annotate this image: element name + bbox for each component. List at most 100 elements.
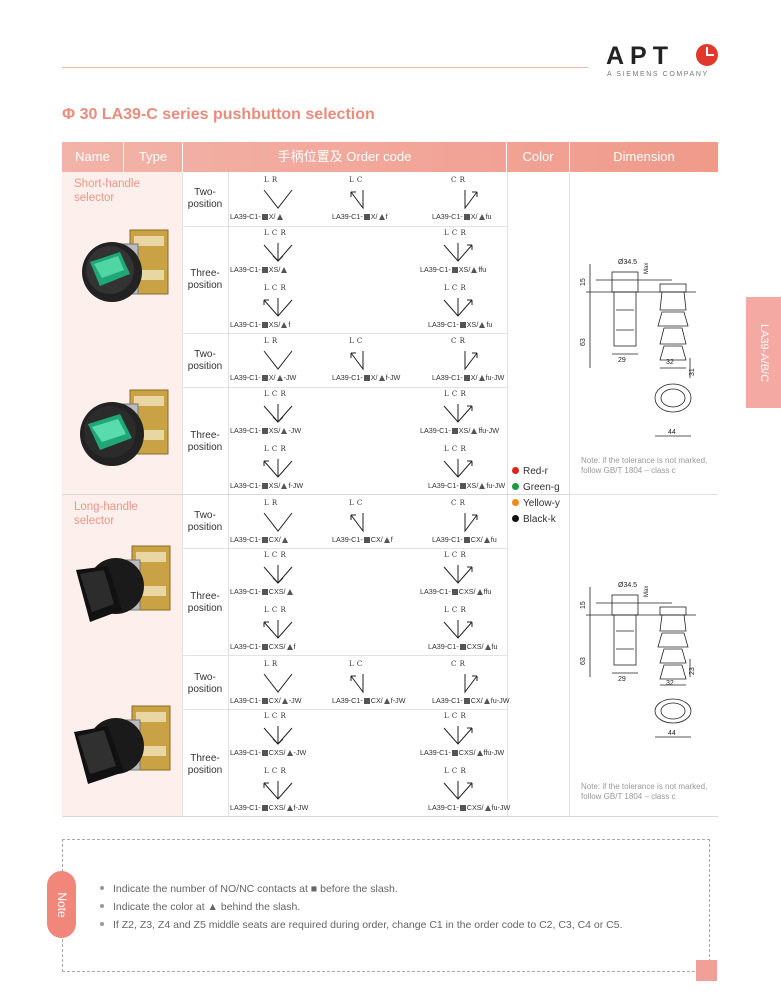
color-black: Black-k	[512, 512, 560, 528]
order-code: LA39-C1-CXS/fu	[428, 642, 498, 651]
corner-square	[696, 960, 717, 981]
dimension-note: Note: if the tolerance is not marked, fo…	[581, 456, 708, 475]
contact-square-icon	[363, 536, 370, 543]
switch-position-symbol-icon	[263, 781, 293, 800]
logo-wordmark: APT	[606, 42, 674, 70]
note-item: If Z2, Z3, Z4 and Z5 middle seats are re…	[100, 916, 623, 934]
contact-square-icon	[261, 536, 268, 543]
position-label: L C R	[264, 390, 287, 398]
color-triangle-icon	[479, 482, 486, 489]
col-type: Type	[138, 149, 168, 164]
contact-square-icon	[459, 804, 466, 811]
type-two-position: Two-position	[187, 349, 223, 372]
position-label: L C R	[264, 229, 287, 237]
dim-63: 63	[580, 657, 587, 665]
color-triangle-icon	[478, 213, 485, 220]
color-triangle-icon	[478, 374, 485, 381]
switch-position-symbol-icon	[263, 726, 293, 745]
position-label: C R	[451, 337, 466, 345]
color-triangle-icon	[378, 213, 385, 220]
switch-position-symbol-icon	[350, 674, 364, 694]
position-label: L C R	[264, 445, 287, 453]
contact-square-icon	[261, 374, 268, 381]
switch-position-symbol-icon	[464, 513, 478, 533]
switch-position-symbol-icon	[464, 351, 478, 371]
position-label: L C R	[264, 712, 287, 720]
order-code: LA39-C1-CX/	[230, 535, 289, 544]
switch-position-symbol-icon	[443, 243, 473, 262]
short-handle-selector-lit-photo	[80, 389, 169, 466]
color-triangle-icon	[286, 749, 293, 756]
type-three-position: Three-position	[187, 268, 223, 291]
switch-position-symbol-icon	[263, 298, 293, 317]
color-red: Red-r	[512, 464, 560, 480]
color-triangle-icon	[476, 588, 483, 595]
dim-max: Max	[644, 263, 650, 274]
switch-position-symbol-icon	[263, 459, 293, 478]
color-triangle-icon	[484, 643, 491, 650]
position-label: L C	[349, 499, 363, 507]
contact-square-icon	[363, 213, 370, 220]
order-code: LA39-C1-X/fu	[432, 212, 492, 221]
switch-position-symbol-icon	[263, 189, 293, 209]
contact-square-icon	[261, 266, 268, 273]
switch-position-symbol-icon	[443, 404, 473, 423]
color-green: Green-g	[512, 480, 560, 496]
order-code: LA39-C1-CXS/fu-JW	[428, 803, 511, 812]
note-badge-label: Note	[54, 891, 69, 918]
color-triangle-icon	[281, 536, 288, 543]
col-color: Color	[522, 149, 554, 164]
position-label: C R	[451, 176, 466, 184]
position-label: L C R	[444, 606, 467, 614]
color-triangle-icon	[471, 266, 478, 273]
color-triangle-icon	[281, 321, 288, 328]
color-options: Red-r Green-g Yellow-y Black-k	[512, 464, 560, 528]
position-label: L C R	[264, 606, 287, 614]
bullet-icon	[100, 904, 104, 908]
dim-32: 32	[666, 359, 674, 366]
header-rule	[62, 67, 588, 68]
dim-32: 32	[666, 680, 674, 687]
side-tab[interactable]: LA39-A/B/C	[746, 297, 781, 408]
order-code: LA39-C1-CXS/	[230, 587, 294, 596]
note-badge: Note	[47, 871, 76, 938]
position-label: L C	[349, 660, 363, 668]
long-handle-selector-lit-photo	[74, 705, 171, 784]
yellow-dot-icon	[512, 499, 519, 506]
long-handle-dimension-drawing: Ø34.5 Max 15 63 29 32 23 44	[580, 582, 696, 738]
col-dimension: Dimension	[613, 149, 675, 164]
color-triangle-icon	[281, 427, 288, 434]
switch-position-symbol-icon	[263, 404, 293, 423]
type-two-position: Two-position	[187, 187, 223, 210]
color-triangle-icon	[483, 536, 490, 543]
contact-square-icon	[463, 536, 470, 543]
dim-63: 63	[580, 338, 587, 346]
color-triangle-icon	[286, 804, 293, 811]
order-code: LA39-C1-CXS/ffu-JW	[420, 748, 505, 757]
dim-23: 23	[689, 667, 696, 675]
color-triangle-icon	[276, 213, 283, 220]
color-triangle-icon	[383, 536, 390, 543]
switch-position-symbol-icon	[350, 351, 364, 371]
position-label: L C R	[444, 712, 467, 720]
switch-position-symbol-icon	[443, 298, 473, 317]
position-label: L C R	[444, 284, 467, 292]
contact-square-icon	[463, 697, 470, 704]
logo-subtitle: A SIEMENS COMPANY	[607, 71, 709, 78]
order-code: LA39-C1-XS/ffu-JW	[420, 426, 499, 435]
switch-position-symbol-icon	[443, 620, 473, 639]
order-code: LA39-C1-XS/fu-JW	[428, 481, 506, 490]
order-code: LA39-C1-CX/-JW	[230, 696, 302, 705]
switch-position-symbol-icon	[464, 190, 478, 210]
dim-31: 31	[689, 368, 696, 376]
position-label: L C	[349, 176, 363, 184]
short-handle-dimension-drawing: Ø34.5 Max 15 63 29 32 31 44	[580, 259, 696, 437]
col-name: Name	[75, 149, 110, 164]
contact-square-icon	[451, 749, 458, 756]
color-triangle-icon	[479, 321, 486, 328]
switch-position-symbol-icon	[443, 565, 473, 584]
order-code: LA39-C1-XS/	[230, 265, 288, 274]
type-two-position: Two-position	[187, 510, 223, 533]
order-code: LA39-C1-XS/f	[230, 320, 291, 329]
order-code: LA39-C1-XS/fu	[428, 320, 493, 329]
